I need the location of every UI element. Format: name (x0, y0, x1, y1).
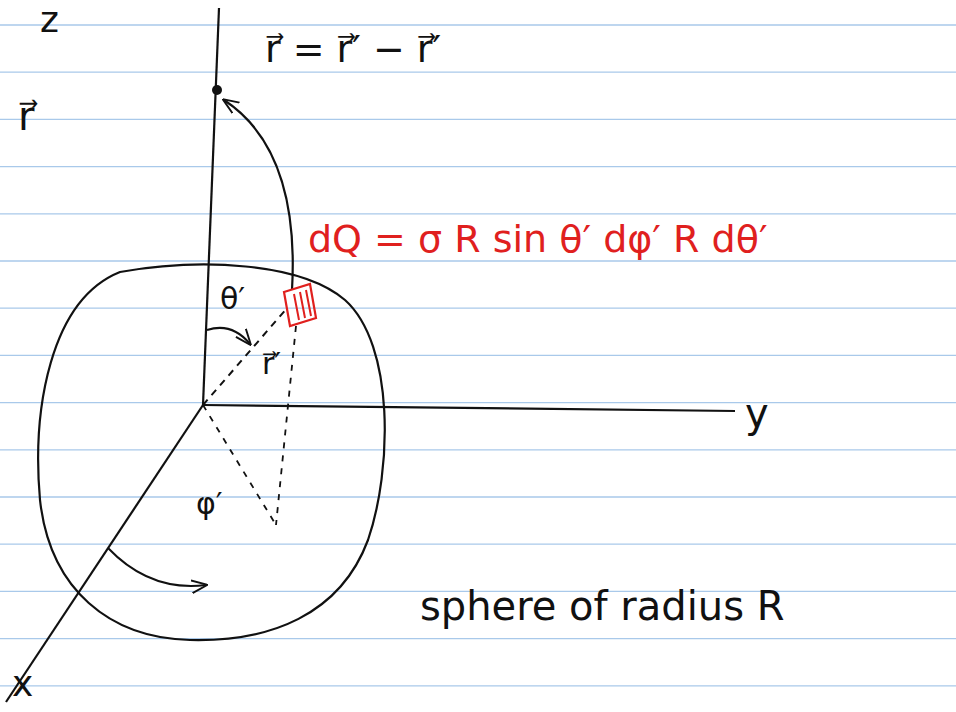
ruled-line (0, 24, 956, 25)
ruled-lines (0, 25, 956, 686)
ruled-line (0, 638, 956, 639)
axis-label: x (12, 665, 33, 703)
axis-label: z (40, 1, 59, 39)
ruled-line (0, 308, 956, 309)
y-axis (203, 405, 735, 411)
surface-element (284, 284, 316, 326)
ruled-line (0, 544, 956, 545)
ruled-line (0, 449, 956, 450)
ruled-line (0, 119, 956, 120)
x-axis (6, 405, 203, 702)
angle-label: θ′ (220, 283, 245, 315)
ruled-line (0, 355, 956, 356)
sphere-outline (38, 265, 385, 641)
axis-label: y (745, 392, 769, 434)
ruled-line (0, 260, 956, 261)
field-point (212, 85, 222, 95)
ruled-line (0, 402, 956, 403)
charge-element-label: dQ = σ R sin θ′ dφ′ R dθ′ (308, 220, 768, 260)
caption-note: sphere of radius R (420, 585, 785, 627)
phi-arc (108, 548, 206, 586)
theta-arc (207, 328, 250, 344)
ruled-line (0, 72, 956, 73)
vector-label: r⃗′ (262, 348, 281, 380)
vector-label: r⃗ (18, 95, 34, 137)
ruled-line (0, 166, 956, 167)
angle-label: φ′ (196, 488, 223, 520)
source-vector (203, 307, 288, 405)
z-axis (203, 8, 219, 405)
ruled-line (0, 685, 956, 686)
surface-hatch (294, 290, 311, 320)
separation-vector (224, 100, 293, 290)
equation-label: r⃗ = r⃗′ − r⃗′ (265, 30, 441, 70)
ruled-line (0, 213, 956, 214)
